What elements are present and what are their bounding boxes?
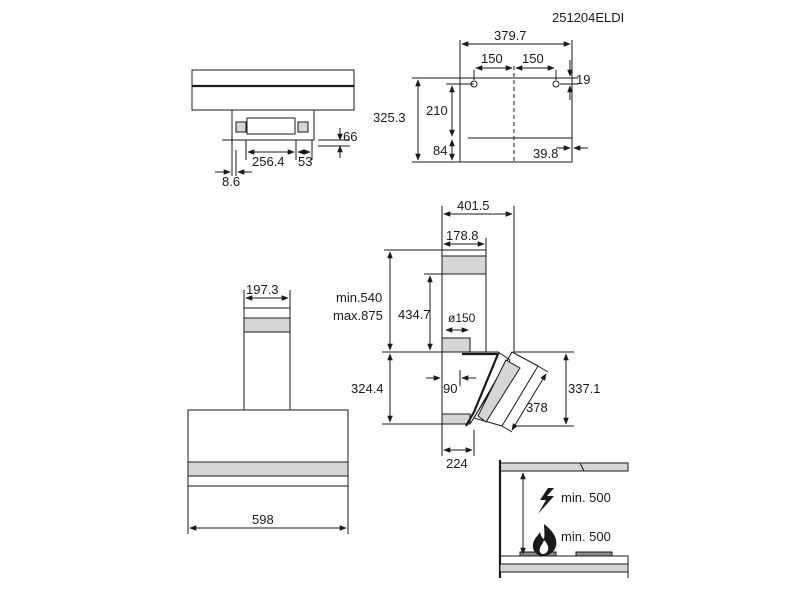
- dim-324-4: 324.4: [351, 381, 384, 396]
- dim-39-8: 39.8: [533, 146, 558, 161]
- dim-min-540: min.540: [336, 290, 382, 305]
- side-view: 401.5 178.8 min.540 max.875 434.7 ø150 3…: [333, 198, 601, 471]
- dim-325-3: 325.3: [373, 110, 406, 125]
- dim-53: 53: [298, 154, 312, 169]
- dim-224: 224: [446, 456, 468, 471]
- front-view: 197.3 598: [187, 282, 349, 534]
- lightning-icon: [538, 488, 554, 514]
- clearance-gas-label: min. 500: [561, 529, 611, 544]
- dim-dia-150: ø150: [448, 311, 476, 325]
- dim-401-5: 401.5: [457, 198, 490, 213]
- bracket-view: 379.7 150 150 19 325.3 210 84 39.8: [373, 28, 590, 163]
- dim-256-4: 256.4: [252, 154, 285, 169]
- dim-379-7: 379.7: [494, 28, 527, 43]
- dim-150-a: 150: [481, 51, 503, 66]
- clearance-electric-label: min. 500: [561, 490, 611, 505]
- dim-8-6: 8.6: [222, 174, 240, 189]
- clearance-diagram: min. 500 min. 500: [498, 460, 629, 578]
- dim-66: 66: [343, 129, 357, 144]
- dim-19: 19: [576, 72, 590, 87]
- dim-84: 84: [433, 143, 447, 158]
- dim-337-1: 337.1: [568, 381, 601, 396]
- top-view: 66 256.4 53 8.6: [191, 69, 357, 189]
- dim-178-8: 178.8: [446, 228, 479, 243]
- dim-434-7: 434.7: [398, 307, 431, 322]
- dim-197-3: 197.3: [246, 282, 279, 297]
- dim-90: 90: [443, 381, 457, 396]
- dim-378: 378: [526, 400, 548, 415]
- flame-icon: [532, 524, 557, 556]
- model-code: 251204ELDI: [552, 10, 624, 25]
- dim-598: 598: [252, 512, 274, 527]
- dim-150-b: 150: [522, 51, 544, 66]
- dim-210: 210: [426, 103, 448, 118]
- dim-max-875: max.875: [333, 308, 383, 323]
